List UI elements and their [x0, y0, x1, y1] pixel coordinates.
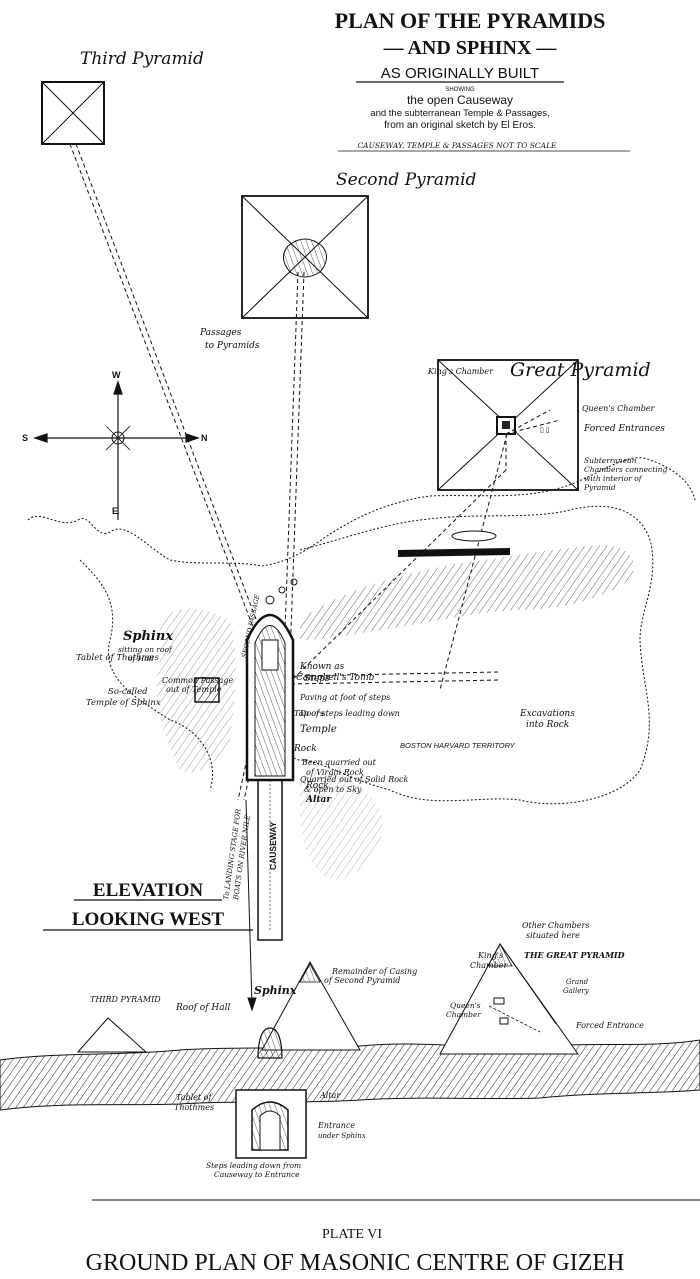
label-subterranean-2: Chambers connecting	[584, 465, 667, 474]
elev-tablet-1: Tablet of	[176, 1093, 213, 1102]
elev-tablet-2: Thothmes	[174, 1103, 214, 1112]
label-hewn-1: Been quarried out	[301, 758, 377, 767]
compass-e: E	[112, 506, 118, 516]
elev-other-chambers-1: Other Chambers	[522, 921, 589, 930]
label-kings-chamber: King's Chamber	[427, 367, 494, 376]
map-title-line1: PLAN OF THE PYRAMIDS	[335, 8, 606, 33]
label-so-called-1: So-called	[108, 687, 148, 697]
map-header: PLAN OF THE PYRAMIDS — AND SPHINX — AS O…	[335, 8, 630, 152]
svg-text:▯ ▯: ▯ ▯	[540, 427, 550, 434]
desc-line3: from an original sketch by El Eros.	[384, 120, 536, 131]
label-campbell-1: Known as	[299, 662, 345, 672]
label-causeway: CAUSEWAY	[268, 821, 278, 870]
elev-forced: Forced Entrance	[575, 1021, 644, 1030]
elev-roof: Roof of Hall	[175, 1003, 231, 1013]
label-quarried-1: Quarried out of Solid Rock	[300, 775, 409, 784]
plate-number: PLATE VI	[322, 1227, 382, 1242]
second-pyramid-square	[241, 195, 369, 319]
elev-third-pyramid: THIRD PYRAMID	[90, 995, 161, 1004]
elev-queens-2: Chamber	[446, 1010, 481, 1019]
great-pyramid-square	[437, 359, 579, 491]
third-pyramid-square	[41, 81, 105, 145]
elev-great-pyramid: THE GREAT PYRAMID	[524, 950, 625, 960]
label-excavations-2: into Rock	[526, 720, 569, 730]
plate-title: GROUND PLAN OF MASONIC CENTRE OF GIZEH	[86, 1250, 625, 1276]
elev-remainder-2: of Second Pyramid	[324, 976, 400, 985]
label-sphinx: Sphinx	[123, 629, 173, 644]
scale-note: CAUSEWAY, TEMPLE & PASSAGES NOT TO SCALE	[357, 141, 557, 150]
compass-n: N	[201, 433, 208, 443]
showing-label: SHOWING	[445, 87, 475, 93]
elevation-view: ELEVATION LOOKING WEST Other C	[0, 880, 700, 1179]
elevation-heading-2: LOOKING WEST	[72, 909, 225, 930]
label-sphinx-note-1: sitting on roof	[118, 645, 173, 654]
label-paving: Paving at foot of steps	[299, 693, 390, 702]
label-steps: Steps	[304, 674, 330, 684]
label-queens-chamber: Queen's Chamber	[582, 404, 656, 413]
label-subterranean-4: Pyramid	[583, 483, 616, 492]
desc-line2: and the subterranean Temple & Passages,	[370, 108, 549, 119]
compass-rose	[33, 380, 200, 520]
elev-entrance-1: Entrance	[317, 1121, 355, 1130]
elev-sphinx: Sphinx	[254, 984, 297, 997]
elev-steps-2: Causeway to Entrance	[214, 1170, 300, 1179]
label-common-passage-2: out of Temple	[166, 685, 222, 694]
label-tablet: Tablet of Thothmes	[76, 653, 160, 663]
label-rock: Rock	[305, 781, 329, 791]
label-forced-entrances: Forced Entrances	[583, 424, 665, 434]
label-subterranean-3: with interior of	[584, 474, 643, 483]
compass-w: W	[112, 370, 121, 380]
label-boston: BOSTON HARVARD TERRITORY	[400, 741, 516, 750]
elev-remainder-1: Remainder of Casing	[331, 967, 417, 976]
elev-kings-1: King's	[477, 951, 503, 960]
elev-grand-gallery-1: Grand	[566, 978, 589, 986]
label-hewn-2: of Virgin Rock	[306, 768, 364, 777]
label-great-pyramid: Great Pyramid	[510, 359, 651, 381]
label-quarried-2: & open to Sky	[304, 785, 362, 794]
map-subtitle: AS ORIGINALLY BUILT	[381, 65, 539, 82]
label-rock-2: Rock	[293, 744, 317, 754]
elev-other-chambers-2: situated here	[526, 931, 580, 940]
label-doors: Doors	[299, 709, 324, 718]
label-common-passage-1: Common Passage	[162, 676, 234, 685]
label-passages-1: Passages	[199, 328, 242, 338]
desc-line1: the open Causeway	[407, 93, 513, 107]
label-so-called-2: Temple of Sphinx	[86, 698, 161, 708]
elevation-heading-1: ELEVATION	[93, 880, 203, 901]
label-excavations-1: Excavations	[519, 709, 575, 719]
label-passages-2: to Pyramids	[205, 341, 260, 351]
label-subterranean-1: Subterranean	[584, 456, 637, 465]
label-second-pyramid: Second Pyramid	[336, 170, 477, 190]
plan-labels: Third Pyramid Second Pyramid Great Pyram…	[22, 49, 667, 901]
elev-kings-2: Chamber	[470, 961, 508, 970]
map-title-line2: — AND SPHINX —	[383, 37, 558, 59]
elev-altar: Altar	[319, 1091, 341, 1100]
compass-s: S	[22, 433, 28, 443]
elev-entrance-2: under Sphinx	[318, 1132, 366, 1140]
label-top-steps: Top of steps leading down	[294, 709, 400, 718]
plan-map: ▯ ▯	[27, 81, 696, 1012]
elev-grand-gallery-2: Gallery	[563, 987, 590, 995]
label-sphinx-note-2: of Hall	[128, 654, 154, 663]
elev-steps-1: Steps leading down from	[206, 1161, 301, 1170]
elev-queens-1: Queen's	[450, 1001, 481, 1010]
label-altar: Altar	[305, 795, 332, 805]
label-third-pyramid: Third Pyramid	[80, 49, 204, 69]
label-temple: Temple	[300, 724, 337, 735]
label-campbell-2: Campbell's Tomb	[296, 673, 375, 683]
